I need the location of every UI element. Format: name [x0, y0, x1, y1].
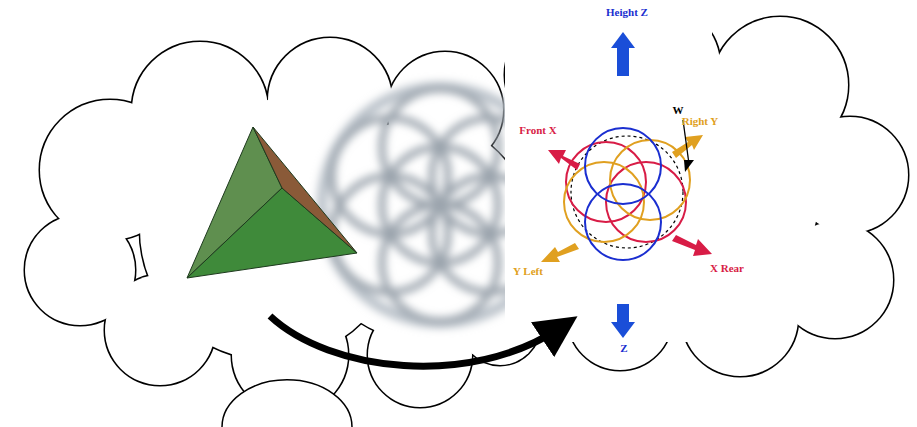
axis-label: Front X — [518, 124, 558, 136]
cloud-fill — [25, 5, 908, 413]
cloud-outline — [25, 5, 908, 413]
small-cloud — [222, 380, 352, 427]
axis-circles — [564, 128, 690, 260]
axis-label: Height Z — [602, 6, 652, 18]
axis-label: X Rear — [709, 262, 745, 274]
axis-arrows — [541, 32, 712, 338]
tetrahedron — [187, 127, 357, 278]
diagram-panel — [505, 2, 712, 342]
transition-arrow — [270, 316, 560, 366]
axis-label: Right Y — [680, 115, 720, 127]
axis-label: W — [671, 104, 685, 116]
axis-label: Z — [616, 342, 632, 354]
axis-label: Y Left — [510, 265, 546, 277]
